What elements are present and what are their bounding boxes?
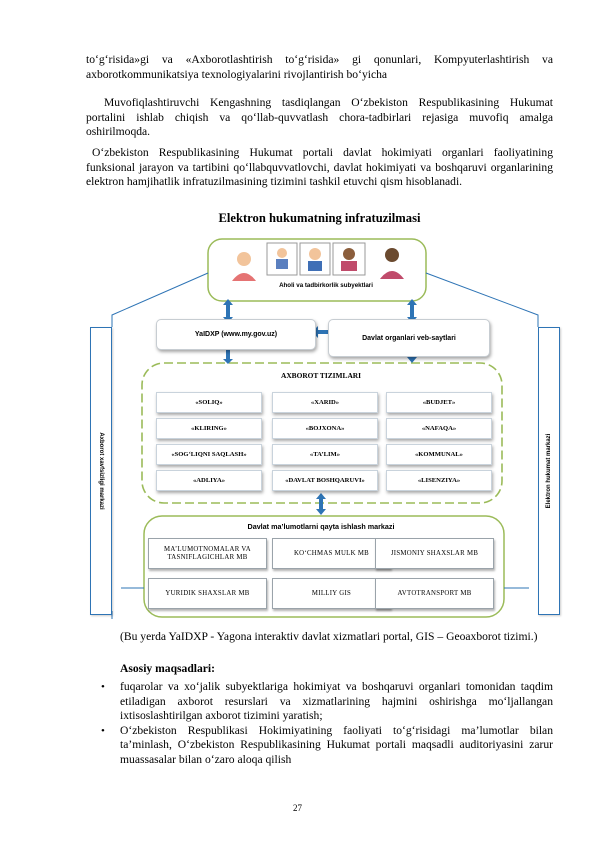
db-individuals: JISMONIY SHAXSLAR MB [375,538,494,569]
goals-list: • fuqarolar va xo‘jalik subyektlariga hok… [86,680,553,768]
system-soliq: «SOLIQ» [156,392,262,413]
right-side-label: Elektron hukumat markazi [546,433,552,509]
system-budjet: «BUDJET» [386,392,492,413]
websites-box: Davlat organlari veb-saytlari [328,319,490,357]
system-kliring: «KLIRING» [156,418,262,439]
list-item-text: fuqarolar va xo‘jalik subyektlariga hoki… [120,680,553,723]
db-vehicles: AVTOTRANSPORT MB [375,578,494,609]
list-item: • O‘zbekiston Respublikasi Hokimiyatining… [86,724,553,768]
infrastructure-diagram: Aholi va tadbirkorlik subyektlari YaIDXP… [86,233,564,619]
portal-box: YaIDXP (www.my.gov.uz) [156,319,316,350]
right-side-panel: Elektron hukumat markazi [538,327,560,615]
system-nafaqa: «NAFAQA» [386,418,492,439]
system-kommunal: «KOMMUNAL» [386,444,492,465]
left-side-label: Axborot xavfsizligi markazi [98,432,104,510]
paragraph-3: O‘zbekiston Respublikasining Hukumat por… [86,146,553,189]
db-reference: MA’LUMOTNOMALAR VA TASNIFLAGICHLAR MB [148,538,267,569]
list-item-text: O‘zbekiston Respublikasi Hokimiyatining … [120,723,553,766]
goals-heading: Asosiy maqsadlari: [120,662,216,675]
people-illustration [232,242,404,281]
system-talim: «TA’LIM» [272,444,378,465]
paragraph-1: to‘g‘risida»gi va «Axborotlashtirish to‘… [86,53,553,81]
datacenter-title: Davlat ma’lumotlarni qayta ishlash marka… [247,521,395,531]
diagram-caption: (Bu yerda YaIDXP - Yagona interaktiv dav… [120,630,538,643]
db-gis: MILLIY GIS [272,578,391,609]
systems-title: AXBOROT TIZIMLARI [280,370,361,380]
system-davlat-boshqaruvi: «DAVLAT BOSHQARUVI» [272,470,378,491]
page-number: 27 [293,803,302,813]
system-adliya: «ADLIYA» [156,470,262,491]
db-legal-entities: YURIDIK SHAXSLAR MB [148,578,267,609]
paragraph-2: Muvofiqlashtiruvchi Kengashning tasdiqla… [86,96,553,139]
system-xarid: «XARID» [272,392,378,413]
list-item: • fuqarolar va xo‘jalik subyektlariga hok… [86,680,553,724]
diagram-title: Elektron hukumatning infratuzilmasi [218,211,421,225]
citizens-label: Aholi va tadbirkorlik subyektlari [279,281,373,289]
left-side-panel: Axborot xavfsizligi markazi [90,327,112,615]
db-real-estate: KO‘CHMAS MULK MB [272,538,391,569]
system-bojxona: «BOJXONA» [272,418,378,439]
system-sogliqni-saqlash: «SOG‘LIQNI SAQLASH» [156,444,262,465]
system-lisenziya: «LISENZIYA» [386,470,492,491]
bullet-icon: • [101,681,105,693]
bullet-icon: • [101,724,105,737]
